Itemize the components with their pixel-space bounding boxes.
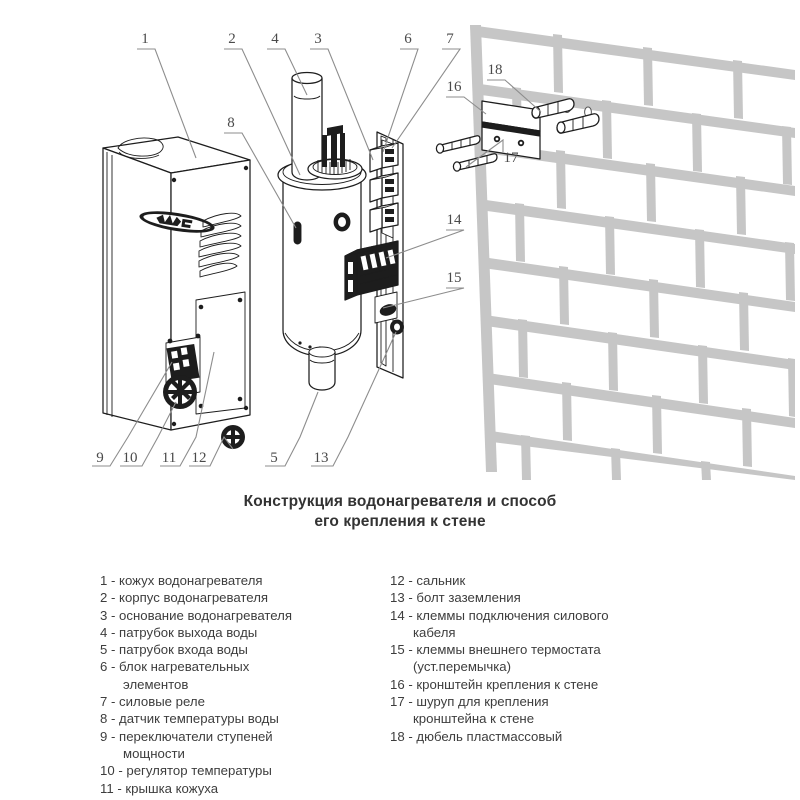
callout-18: 18 [488, 62, 503, 78]
callout-8: 8 [227, 115, 235, 131]
legend-item-text: 11 - крышка кожуха [100, 780, 219, 796]
legend-item-10: 10 - регулятор температуры [100, 762, 390, 779]
legend-item-text: 13 - болт заземления [390, 590, 521, 606]
legend-item-18: 18 - дюбель пластмассовый [390, 728, 690, 745]
callout-4: 4 [271, 31, 279, 47]
legend-item-continuation: кабеля [413, 624, 456, 640]
legend-item-8: 8 - датчик температуры воды [100, 710, 390, 727]
control-panel [163, 333, 245, 449]
callout-15: 15 [447, 270, 462, 286]
water-inlet-pipe [308, 346, 336, 391]
legend-item-3: 3 - основание водонагревателя [100, 607, 390, 624]
legend-item-7: 7 - силовые реле [100, 693, 390, 710]
brick-wall [470, 25, 795, 480]
callout-16: 16 [447, 79, 463, 95]
legend-column-left: 1 - кожух водонагревателя 2 - корпус водо… [100, 572, 390, 797]
brand-badge [139, 211, 215, 233]
legend-item-text: 2 - корпус водонагревателя [100, 590, 269, 606]
legend-item-5: 5 - патрубок входа воды [100, 641, 390, 658]
callout-6: 6 [404, 31, 412, 47]
legend-item-continuation: элементов [123, 676, 189, 692]
callout-9: 9 [96, 450, 104, 466]
callout-10: 10 [123, 450, 138, 466]
temperature-regulator-knob [163, 375, 197, 409]
callout-7: 7 [446, 31, 454, 47]
legend-item-text: 12 - сальник [390, 573, 466, 588]
cable-gland [221, 425, 245, 449]
screw-lower [452, 153, 498, 172]
legend-item-text: 1 - кожух водонагревателя [100, 573, 263, 588]
callout-1: 1 [141, 31, 149, 47]
legend-item-13: 13 - болт заземления [390, 589, 690, 606]
figure-caption: Конструкция водонагревателя и способ его… [0, 492, 800, 532]
vent-louvres [198, 212, 242, 278]
wall-mounting-bracket [481, 100, 541, 160]
casing-cover-panel [195, 291, 246, 415]
caption-line-1: Конструкция водонагревателя и способ [243, 493, 557, 510]
legend-item-text: 7 - силовые реле [100, 694, 205, 710]
legend-item-text: 14 - клеммы подключения силового [390, 607, 609, 623]
dowel-lower [556, 113, 600, 134]
callout-5: 5 [270, 450, 278, 466]
screw-upper [435, 135, 481, 154]
callout-11: 11 [162, 450, 176, 466]
legend-item-text: 16 - кронштейн крепления к стене [390, 676, 599, 692]
legend-item-16: 16 - кронштейн крепления к стене [390, 676, 690, 693]
legend-item-1: 1 - кожух водонагревателя [100, 572, 390, 589]
callout-13: 13 [314, 450, 329, 466]
water-outlet-pipe [291, 71, 323, 181]
mounting-screws [435, 135, 498, 172]
legend-item-text: 15 - клеммы внешнего термостата [390, 642, 601, 658]
callout-12: 12 [192, 450, 207, 466]
callout-14: 14 [447, 212, 463, 228]
legend-item-text: 10 - регулятор температуры [100, 763, 272, 779]
legend-item-text: 5 - патрубок входа воды [100, 642, 248, 658]
callout-2: 2 [228, 31, 236, 47]
water-tank-body [277, 71, 367, 391]
parts-legend: 1 - кожух водонагревателя 2 - корпус водо… [0, 572, 800, 797]
legend-item-continuation: мощности [123, 745, 185, 761]
legend-item-text: 9 - переключатели ступеней [100, 728, 273, 744]
legend-item-text: 6 - блок нагревательных [100, 659, 250, 675]
legend-item-continuation: (уст.перемычка) [413, 659, 512, 675]
power-cable-terminals [344, 240, 399, 301]
leader-lines [92, 48, 542, 467]
legend-item-11: 11 - крышка кожуха [100, 780, 390, 797]
legend-item-12: 12 - сальник [390, 572, 690, 589]
legend-item-4: 4 - патрубок выхода воды [100, 624, 390, 641]
legend-item-continuation: кронштейна к стене [413, 711, 535, 727]
callout-17: 17 [504, 150, 520, 166]
legend-item-text: 18 - дюбель пластмассовый [390, 728, 563, 744]
legend-item-text: 8 - датчик температуры воды [100, 711, 279, 727]
callout-numbers: 1 2 4 3 6 7 18 16 17 8 14 15 9 10 11 12 … [96, 31, 519, 466]
callout-3: 3 [314, 31, 322, 47]
legend-item-2: 2 - корпус водонагревателя [100, 589, 390, 606]
caption-line-2: его крепления к стене [314, 513, 486, 530]
legend-item-15: 15 - клеммы внешнего термостата(уст.пере… [390, 641, 690, 676]
legend-item-text: 3 - основание водонагревателя [100, 607, 292, 623]
legend-item-text: 17 - шуруп для крепления [390, 694, 549, 710]
legend-item-text: 4 - патрубок выхода воды [100, 624, 258, 640]
power-switches [166, 333, 201, 382]
heating-element-block [307, 125, 363, 180]
power-relays [369, 139, 399, 239]
exploded-diagram: 1 2 4 3 6 7 18 16 17 8 14 15 9 10 11 12 … [92, 25, 795, 480]
